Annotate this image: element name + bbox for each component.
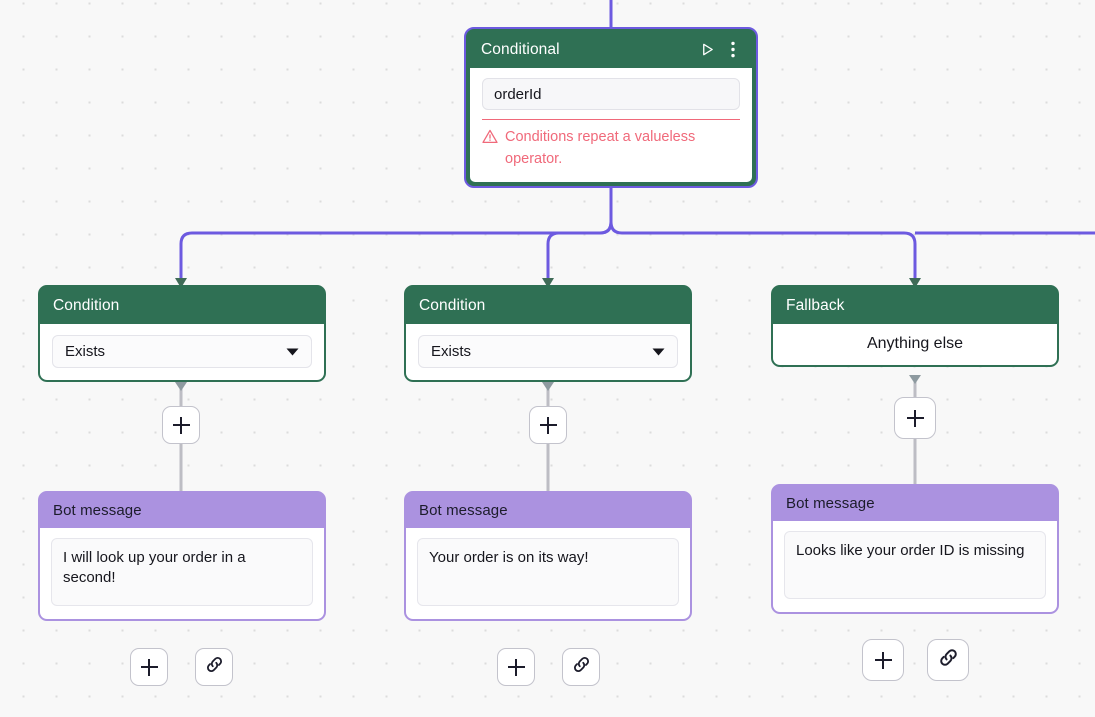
insert-node-button-2[interactable] [529,406,567,444]
link-node-button-3[interactable] [927,639,969,681]
bot-message-text-3[interactable]: Looks like your order ID is missing [784,531,1046,599]
bot-message-node-1-title: Bot message [53,502,142,519]
bot-message-node-3-body: Looks like your order ID is missing [773,521,1057,612]
bot-message-node-3-title: Bot message [786,495,875,512]
bot-message-node-3-header: Bot message [773,486,1057,521]
conditional-node[interactable]: Conditional orderId [464,27,758,188]
fallback-node-title: Fallback [786,296,845,314]
condition-node-2-header: Condition [406,287,690,324]
operator-select-1-value: Exists [65,343,106,360]
insert-node-button-3[interactable] [894,397,936,439]
error-divider [482,119,740,120]
link-node-button-1[interactable] [195,648,233,686]
condition-node-1-body: Exists [40,324,324,380]
plus-icon [539,416,557,434]
operator-select-2[interactable]: Exists [418,335,678,368]
bot-message-node-1[interactable]: Bot message I will look up your order in… [38,491,326,621]
error-message: Conditions repeat a valueless operator. [482,126,740,170]
link-node-button-2[interactable] [562,648,600,686]
plus-icon [172,416,190,434]
insert-node-button-1[interactable] [162,406,200,444]
bot-message-node-2-body: Your order is on its way! [406,528,690,619]
operator-select-1[interactable]: Exists [52,335,312,368]
plus-icon [140,658,158,676]
bot-message-node-1-header: Bot message [40,493,324,528]
fallback-node[interactable]: Fallback Anything else [771,285,1059,367]
link-icon [205,655,224,679]
plus-icon [874,651,892,669]
conditional-node-body: orderId Conditions repeat a valueless op… [468,68,754,184]
fallback-node-body: Anything else [773,324,1057,365]
condition-node-2-body: Exists [406,324,690,380]
variable-input[interactable]: orderId [482,78,740,110]
chevron-down-icon [652,343,665,360]
plus-icon [906,409,924,427]
error-text: Conditions repeat a valueless operator. [505,129,696,167]
warning-triangle-icon [482,129,498,149]
condition-node-2[interactable]: Condition Exists [404,285,692,382]
bot-message-node-2[interactable]: Bot message Your order is on its way! [404,491,692,621]
conditional-node-header[interactable]: Conditional [468,31,754,68]
condition-node-1-header: Condition [40,287,324,324]
bot-message-text-1[interactable]: I will look up your order in a second! [51,538,313,606]
fallback-node-header: Fallback [773,287,1057,324]
condition-node-1[interactable]: Condition Exists [38,285,326,382]
add-node-button-3[interactable] [862,639,904,681]
link-icon [572,655,591,679]
bot-message-node-2-title: Bot message [419,502,508,519]
bot-message-text-2[interactable]: Your order is on its way! [417,538,679,606]
bot-message-node-1-body: I will look up your order in a second! [40,528,324,619]
operator-select-2-value: Exists [431,343,472,360]
add-node-button-2[interactable] [497,648,535,686]
variable-input-value: orderId [494,85,542,103]
condition-node-1-title: Condition [53,296,120,314]
chevron-down-icon [286,343,299,360]
add-node-button-1[interactable] [130,648,168,686]
conditional-node-title: Conditional [481,40,560,58]
fallback-text: Anything else [866,335,964,352]
plus-icon [507,658,525,676]
condition-node-2-title: Condition [419,296,486,314]
more-vertical-icon[interactable] [720,37,746,63]
bot-message-node-2-header: Bot message [406,493,690,528]
bot-message-node-3[interactable]: Bot message Looks like your order ID is … [771,484,1059,614]
play-icon[interactable] [694,37,720,63]
link-icon [938,647,959,673]
